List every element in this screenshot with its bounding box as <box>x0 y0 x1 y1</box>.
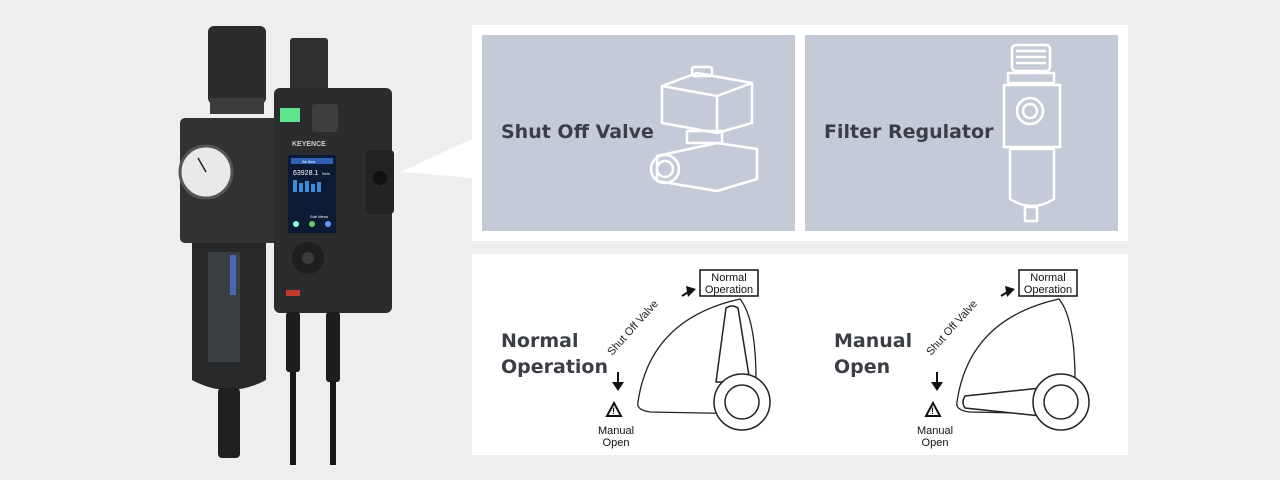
drain-valve <box>218 388 240 458</box>
normal-operation-diagram: Shut Off Valve Normal Operation ! Manual… <box>598 269 771 449</box>
shut-off-valve-icon <box>649 65 759 193</box>
device-brand: KEYENCE <box>292 141 326 148</box>
svg-text:Normal: Normal <box>1030 272 1065 284</box>
svg-text:Open: Open <box>922 437 949 449</box>
filter-regulator-icon <box>1002 43 1062 223</box>
manual-open-label: Manual Open <box>834 328 912 380</box>
arc-label: Shut Off Valve <box>605 298 661 358</box>
svg-text:Operation: Operation <box>705 284 753 296</box>
svg-text:!: ! <box>931 406 934 416</box>
filter-regulator-card: Filter Regulator <box>805 35 1118 231</box>
manual-open-line2: Open <box>834 356 891 378</box>
svg-text:Shut Off Valve: Shut Off Valve <box>924 298 980 358</box>
shut-off-valve-card: Shut Off Valve <box>482 35 795 231</box>
screen-unit: ℓ/min <box>322 172 330 176</box>
svg-text:!: ! <box>612 406 615 416</box>
regulator-knob <box>208 26 266 104</box>
manual-open-line1: Manual <box>834 330 913 352</box>
screen-header: Air flow <box>302 159 315 164</box>
shut-off-valve-label: Shut Off Valve <box>501 121 654 143</box>
normal-operation-label: Normal Operation <box>501 328 608 380</box>
manual-open-diagram: Shut Off Valve Normal Operation ! Manual… <box>917 269 1090 449</box>
device-screen <box>288 155 336 233</box>
normal-operation-box <box>699 269 759 297</box>
status-led <box>280 108 300 122</box>
screen-menu: Sub Menu <box>310 214 328 219</box>
svg-text:Open: Open <box>603 437 630 449</box>
screen-value: 63928.1 <box>293 170 318 177</box>
components-panel: Shut Off Valve Filter Regulator <box>472 25 1128 241</box>
handle-horizontal <box>962 387 1042 417</box>
handle-upright <box>715 305 751 383</box>
operation-modes-panel: Normal Operation Shut Off Valve Normal O… <box>472 254 1128 455</box>
callout-pointer <box>400 138 474 178</box>
svg-text:Normal: Normal <box>711 272 746 284</box>
filter-regulator-label: Filter Regulator <box>824 121 994 143</box>
svg-text:Operation: Operation <box>1024 284 1072 296</box>
normal-operation-line2: Operation <box>501 356 609 378</box>
product-device-illustration: KEYENCE Air flow 63928.1 ℓ/min Sub Menu <box>178 26 394 465</box>
normal-operation-line1: Normal <box>501 330 579 352</box>
warning-triangle-icon <box>605 400 623 417</box>
svg-text:Manual: Manual <box>917 425 953 437</box>
svg-text:Manual: Manual <box>598 425 634 437</box>
